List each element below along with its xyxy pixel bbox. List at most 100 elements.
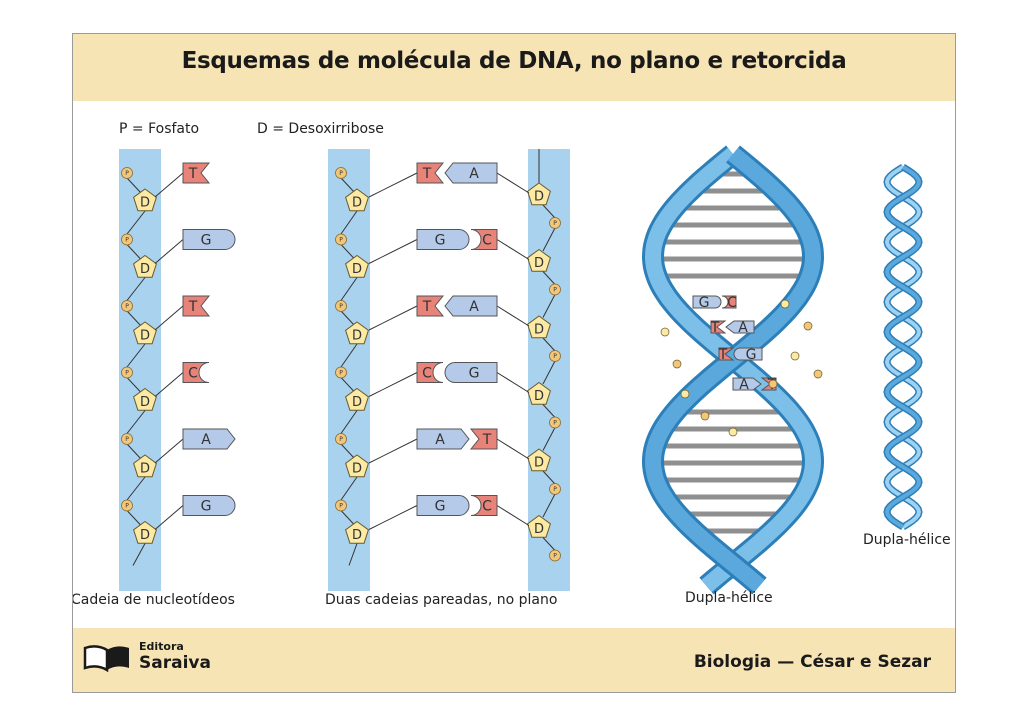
glycosidic-bond bbox=[496, 239, 530, 260]
chain-bond bbox=[126, 343, 146, 368]
chain-bond bbox=[340, 443, 356, 460]
phosphate-label: P bbox=[553, 553, 557, 560]
deoxyribose: D bbox=[133, 254, 157, 278]
chain-bond bbox=[542, 337, 556, 352]
helix-nucleotide-dot bbox=[813, 369, 823, 379]
phosphate-label: P bbox=[553, 420, 557, 427]
chain-bond bbox=[340, 410, 358, 434]
sugar-label: D bbox=[140, 395, 150, 410]
chain-bond bbox=[348, 543, 358, 566]
phosphate: P bbox=[549, 416, 561, 429]
sugar-label: D bbox=[352, 196, 362, 211]
helix-nucleotide-dot bbox=[672, 359, 682, 369]
phosphate-label: P bbox=[553, 353, 557, 360]
publisher-small: Editora bbox=[139, 640, 184, 653]
base-label: G bbox=[746, 347, 757, 363]
base-label: A bbox=[739, 377, 749, 393]
deoxyribose: D bbox=[133, 454, 157, 478]
book-logo-icon bbox=[83, 645, 129, 672]
glycosidic-bond bbox=[368, 172, 418, 198]
publisher-name: Saraiva bbox=[139, 653, 211, 673]
base-label: A bbox=[469, 299, 479, 315]
sugar-label: D bbox=[534, 190, 544, 205]
chain-bond bbox=[126, 476, 146, 501]
base-label: G bbox=[469, 366, 480, 382]
chain-bond bbox=[340, 510, 356, 526]
deoxyribose: D bbox=[527, 381, 551, 405]
deoxyribose: D bbox=[345, 520, 369, 544]
chain-bond bbox=[340, 476, 358, 501]
nucleotide-base: G bbox=[182, 229, 236, 250]
phosphate: P bbox=[121, 233, 133, 246]
deoxyribose: D bbox=[527, 514, 551, 538]
nucleotide-base: C bbox=[182, 362, 210, 383]
phosphate: P bbox=[121, 167, 133, 179]
chain-bond bbox=[340, 310, 356, 327]
sugar-label: D bbox=[140, 528, 150, 543]
chain-bond bbox=[542, 204, 556, 219]
page-title: Esquemas de molécula de DNA, no plano e … bbox=[181, 48, 847, 74]
paired-base-right: C bbox=[470, 495, 498, 516]
phosphate-label: P bbox=[339, 237, 343, 244]
legend-phosphate: P = Fosfato bbox=[119, 121, 200, 137]
sugar-label: D bbox=[352, 462, 362, 477]
deoxyribose: D bbox=[133, 321, 157, 345]
phosphate-label: P bbox=[553, 486, 557, 493]
deoxyribose: D bbox=[527, 248, 551, 272]
paired-base-right: T bbox=[469, 428, 498, 450]
helix-inset-base-left: G bbox=[692, 295, 722, 311]
phosphate-label: P bbox=[125, 503, 129, 510]
base-label: C bbox=[188, 366, 198, 382]
helix-nucleotide-dot bbox=[728, 427, 738, 437]
chain-bond bbox=[126, 177, 142, 194]
phosphate-label: P bbox=[553, 287, 557, 294]
chain-bond bbox=[126, 410, 146, 434]
chain-bond bbox=[340, 277, 358, 301]
helix-nucleotide-dot bbox=[780, 299, 790, 309]
deoxyribose: D bbox=[527, 182, 551, 206]
phosphate: P bbox=[549, 549, 561, 562]
chain-bond bbox=[542, 537, 556, 551]
sugar-label: D bbox=[352, 395, 362, 410]
chain-bond bbox=[542, 227, 556, 252]
phosphate: P bbox=[121, 300, 133, 312]
phosphate-label: P bbox=[553, 220, 557, 227]
nucleotide-base: A bbox=[182, 428, 236, 450]
phosphate-label: P bbox=[339, 436, 343, 443]
footer-bar bbox=[73, 628, 955, 692]
glycosidic-bond bbox=[496, 372, 530, 393]
nucleotide-base: T bbox=[182, 162, 211, 184]
helix-inset-base-left: T bbox=[710, 320, 727, 336]
phosphate-label: P bbox=[339, 503, 343, 510]
deoxyribose: D bbox=[527, 448, 551, 472]
helix-nucleotide-dot bbox=[768, 379, 778, 389]
helix-nucleotide-dot bbox=[680, 389, 690, 399]
paired-base-left: T bbox=[416, 162, 445, 184]
phosphate: P bbox=[121, 433, 133, 445]
phosphate: P bbox=[121, 366, 133, 379]
base-label: G bbox=[201, 499, 212, 515]
base-label: T bbox=[710, 320, 720, 336]
thin-helix-strand-front-fill bbox=[884, 165, 922, 529]
base-label: G bbox=[435, 233, 446, 249]
phosphate-label: P bbox=[125, 237, 129, 244]
base-label: T bbox=[188, 299, 198, 315]
phosphate: P bbox=[335, 167, 347, 179]
base-label: A bbox=[435, 432, 445, 448]
phosphate: P bbox=[335, 300, 347, 312]
base-label: A bbox=[201, 432, 211, 448]
glycosidic-bond bbox=[154, 438, 184, 464]
helix-inset-base-right: G bbox=[733, 347, 763, 363]
glycosidic-bond bbox=[154, 172, 184, 198]
chain-bond bbox=[340, 177, 356, 194]
base-label: G bbox=[201, 233, 212, 249]
glycosidic-bond bbox=[368, 305, 418, 331]
paired-base-left: A bbox=[416, 428, 470, 450]
helix-strand-back-fill bbox=[644, 147, 822, 593]
sugar-label: D bbox=[352, 262, 362, 277]
chain-bond bbox=[340, 377, 356, 393]
base-label: A bbox=[738, 320, 748, 336]
phosphate-label: P bbox=[339, 370, 343, 377]
deoxyribose: D bbox=[527, 315, 551, 339]
base-label: T bbox=[422, 299, 432, 315]
